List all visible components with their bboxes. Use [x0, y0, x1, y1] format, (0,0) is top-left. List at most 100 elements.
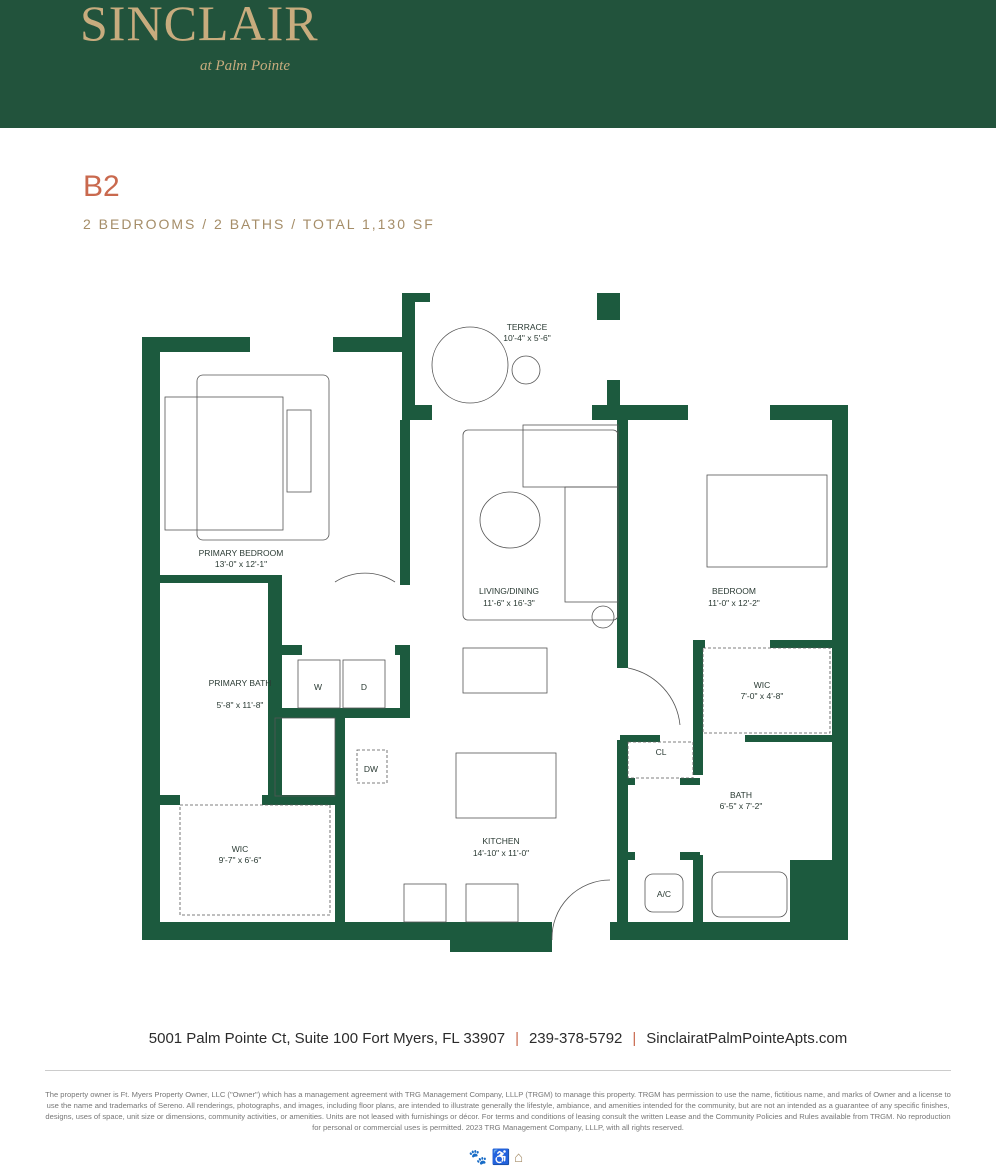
contact-line: 5001 Palm Pointe Ct, Suite 100 Fort Myer…	[0, 1030, 996, 1047]
washer-label: W	[314, 682, 322, 692]
floor-plan: TERRACE 10'-4" x 5'-6" PRIMARY BEDROOM 1…	[142, 293, 848, 952]
disclaimer: The property owner is Ft. Myers Property…	[45, 1090, 951, 1132]
wall	[142, 337, 160, 940]
wall	[680, 852, 700, 860]
room-size: 5'-8" x 11'-8"	[217, 700, 264, 710]
coffee-table	[479, 491, 541, 549]
dishwasher-label: DW	[364, 764, 378, 774]
room-size: 11'-0" x 12'-2"	[708, 598, 760, 608]
plan-element	[627, 741, 694, 779]
wall	[333, 337, 405, 352]
wall	[142, 922, 450, 940]
logo: SINCLAIR	[80, 0, 319, 51]
ac-label: A/C	[657, 889, 671, 899]
wall	[770, 640, 832, 648]
wall	[402, 293, 430, 302]
wall	[693, 640, 705, 648]
unit-name: B2	[83, 170, 120, 203]
dryer	[342, 659, 386, 709]
wall	[160, 795, 180, 805]
room-name: TERRACE	[507, 322, 548, 332]
wall	[745, 735, 832, 742]
walls	[142, 293, 848, 952]
plan-element	[551, 879, 611, 941]
primary-bed	[164, 396, 284, 531]
plan-element	[334, 572, 396, 583]
wall	[693, 855, 703, 922]
primary-bed-rug	[196, 374, 330, 541]
wall	[450, 922, 552, 952]
dryer-label: D	[361, 682, 367, 692]
wall	[620, 735, 660, 742]
wall	[680, 778, 700, 785]
dining-table	[462, 647, 548, 694]
furniture	[164, 326, 831, 941]
wall	[400, 420, 410, 585]
room-name: PRIMARY BATH	[209, 678, 272, 688]
room-name: WIC	[232, 844, 249, 854]
wall	[268, 575, 282, 800]
room-name: BATH	[730, 790, 752, 800]
room-size: 9'-7" x 6'-6"	[219, 855, 262, 865]
room-size: 7'-0" x 4'-8"	[741, 691, 784, 701]
bathtub	[711, 871, 788, 918]
wall	[592, 405, 688, 420]
logo-subtitle: at Palm Pointe	[200, 58, 290, 74]
room-labels: TERRACE 10'-4" x 5'-6" PRIMARY BEDROOM 1…	[199, 322, 784, 899]
divider	[45, 1070, 951, 1071]
closet-label: CL	[656, 747, 667, 757]
address: 5001 Palm Pointe Ct, Suite 100 Fort Myer…	[148, 1030, 506, 1047]
terrace-chair	[431, 326, 509, 404]
wall	[770, 405, 848, 420]
wall	[282, 708, 410, 718]
wall	[400, 645, 410, 718]
room-name: BEDROOM	[712, 586, 756, 596]
pet-friendly-icon: 🐾	[468, 1149, 492, 1166]
terrace-table	[511, 355, 541, 385]
washer	[297, 659, 341, 709]
room-name: LIVING/DINING	[479, 586, 539, 596]
wall	[160, 575, 275, 583]
header-banner: SINCLAIR at Palm Pointe	[0, 0, 996, 128]
wall	[693, 735, 703, 775]
plan-element	[564, 486, 619, 603]
wall	[620, 778, 635, 785]
wall	[693, 640, 703, 740]
room-size: 11'-6" x 16'-3"	[483, 598, 535, 608]
bedroom-bed	[706, 474, 828, 568]
unit-info: 2 BEDROOMS / 2 BATHS / TOTAL 1,130 SF	[83, 216, 435, 232]
room-size: 13'-0" x 12'-1"	[215, 559, 267, 569]
ac-unit	[644, 873, 684, 913]
wall	[142, 337, 250, 352]
plan-element	[702, 647, 831, 734]
room-name: WIC	[754, 680, 771, 690]
wall	[617, 420, 628, 668]
website-link[interactable]: SinclairatPalmPointeApts.com	[646, 1030, 848, 1047]
separator: |	[632, 1030, 637, 1047]
separator: |	[515, 1030, 519, 1047]
wall	[402, 405, 432, 420]
wall	[620, 852, 635, 860]
accessibility-icon: ♿	[491, 1149, 515, 1166]
plan-element	[465, 883, 519, 923]
room-name: KITCHEN	[482, 836, 519, 846]
plan-element	[591, 605, 615, 629]
dishwasher	[356, 749, 388, 784]
wall	[262, 795, 345, 805]
wall	[790, 860, 832, 922]
shower	[274, 717, 336, 797]
kitchen-island	[455, 752, 557, 819]
room-name: PRIMARY BEDROOM	[199, 548, 284, 558]
wall	[282, 645, 302, 655]
wall	[402, 293, 415, 420]
phone: 239-378-5792	[528, 1030, 623, 1047]
wall	[832, 405, 848, 940]
wall	[597, 293, 620, 320]
plan-element	[522, 424, 619, 488]
plan-element	[286, 409, 312, 493]
plan-element	[179, 804, 331, 916]
wall	[610, 922, 848, 940]
room-size: 10'-4" x 5'-6"	[503, 333, 551, 343]
wall	[335, 718, 345, 922]
room-size: 14'-10" x 11'-0"	[473, 848, 529, 858]
